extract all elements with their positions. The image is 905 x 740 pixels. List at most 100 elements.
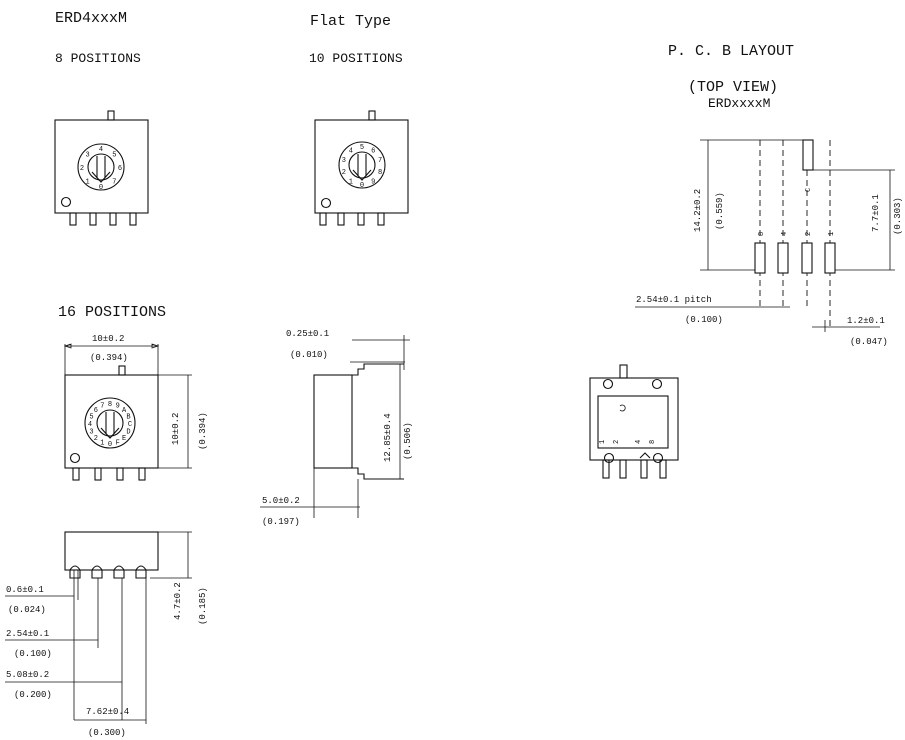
dial-label: 1 (349, 178, 353, 186)
pcb-pad-8 (754, 242, 766, 274)
dial-rotor (87, 153, 115, 181)
pcb-pad-4 (777, 242, 789, 274)
side-body (64, 531, 159, 571)
row-mm-label: 7.62±0.4 (86, 707, 129, 717)
flat-type-heading: Flat Type (310, 13, 391, 30)
pcb-pad-w-mm-label: 1.2±0.1 (847, 316, 885, 326)
dial-label: A (122, 407, 127, 415)
model-heading: ERD4xxxM (55, 10, 127, 27)
pos10-heading: 10 POSITIONS (309, 51, 403, 66)
dial-label: E (122, 435, 126, 443)
switch-body (64, 374, 159, 469)
dial-label: 3 (85, 152, 89, 160)
schematic-pin-label: 8 (649, 440, 657, 444)
dial-label: 7 (112, 178, 116, 186)
pcb-pad-2 (801, 242, 813, 274)
side-height-in-label: (0.185) (198, 587, 208, 625)
body-length-in-label: (0.506) (403, 422, 413, 460)
top-pin (107, 110, 115, 121)
dial-label: F (116, 440, 120, 448)
dial-ring (84, 397, 136, 449)
body-h-in-label: (0.197) (262, 517, 300, 527)
height-in-label: (0.394) (198, 412, 208, 450)
dial-label: 3 (89, 429, 93, 437)
row-in-label: (0.300) (88, 728, 126, 738)
pcb-pitch-label: 2.54±0.1 pitch (636, 295, 712, 305)
pcb-height-mm-label: 14.2±0.2 (693, 189, 703, 232)
span-in-label: (0.200) (14, 690, 52, 700)
dial-label: 5 (89, 413, 93, 421)
dial-label: 0 (360, 182, 364, 190)
dial-label: 6 (94, 407, 98, 415)
dial-label: 4 (349, 148, 353, 156)
dial-label: 1 (100, 440, 104, 448)
top-pin (118, 365, 126, 376)
orientation-mark (69, 452, 81, 464)
schematic-pin-label: 1 (599, 440, 607, 444)
pcb-pin-number: 4 (781, 232, 789, 236)
span-mm-label: 5.08±0.2 (6, 670, 49, 680)
body-h-mm-label: 5.0±0.2 (262, 496, 300, 506)
dial-label: 2 (80, 165, 84, 173)
pcb-model-heading: ERDxxxxM (708, 96, 770, 111)
schematic-body (589, 377, 679, 461)
pcb-layout-heading: P. C. B LAYOUT (668, 43, 794, 60)
orientation-mark (320, 197, 332, 209)
pos16-heading: 16 POSITIONS (58, 304, 166, 321)
dial-label: 7 (378, 157, 382, 165)
width-mm-label: 10±0.2 (92, 334, 124, 344)
pcb-pitch-in-label: (0.100) (685, 315, 723, 325)
dial-label: D (126, 429, 130, 437)
dial-label: 9 (116, 403, 120, 411)
dial-rotor (348, 151, 376, 179)
pcb-pad-w-in-label: (0.047) (850, 337, 888, 347)
dial-label: 0 (99, 184, 103, 192)
dial-label: 4 (99, 146, 103, 154)
flat-side-profile: 0.25±0.1 (0.010) 12.85±0.4 (0.506) 5.0±0… (260, 329, 413, 527)
dial-label: 8 (108, 401, 112, 409)
dial-rotor (96, 409, 124, 437)
lead-in-label: (0.010) (290, 350, 328, 360)
dial-label: 8 (378, 169, 382, 177)
pitch-in-label: (0.100) (14, 649, 52, 659)
top-view-heading: (TOP VIEW) (688, 79, 778, 96)
height-mm-label: 10±0.2 (171, 413, 181, 445)
pcb-pin-number: C (805, 188, 813, 192)
dial-label: 7 (100, 403, 104, 411)
dial-label: 5 (360, 144, 364, 152)
pcb-pad-1 (824, 242, 836, 274)
pcb-pin-number: 2 (805, 232, 813, 236)
pcb-pad-in-label: (0.303) (893, 197, 903, 235)
pin-width-in-label: (0.024) (8, 605, 46, 615)
dial-label: 4 (88, 421, 92, 429)
dial-label: 3 (342, 157, 346, 165)
top-pin (368, 110, 376, 121)
dial-label: B (126, 413, 130, 421)
dial-ring (338, 141, 386, 189)
pcb-pin-number: 8 (758, 232, 766, 236)
pos8-heading: 8 POSITIONS (55, 51, 141, 66)
pin-width-mm-label: 0.6±0.1 (6, 585, 44, 595)
dial-label: 6 (371, 148, 375, 156)
profile-body (313, 374, 353, 469)
switch-body (54, 119, 149, 214)
pcb-pin-number: 1 (828, 232, 836, 236)
side-height-mm-label: 4.7±0.2 (173, 582, 183, 620)
width-in-label: (0.394) (90, 353, 128, 363)
dial-ring (77, 143, 125, 191)
schematic-pin-label: 4 (635, 440, 643, 444)
switch-side-view: 4.7±0.2 (0.185) 0.6±0.1 (0.024) 2.54±0.1… (5, 531, 208, 738)
dial-label: 1 (85, 178, 89, 186)
body-length-mm-label: 12.85±0.4 (383, 413, 393, 462)
orientation-mark (60, 196, 72, 208)
pcb-height-in-label: (0.559) (715, 192, 725, 230)
lead-mm-label: 0.25±0.1 (286, 329, 329, 339)
dial-label: 5 (112, 152, 116, 160)
dial-label: C (128, 421, 132, 429)
